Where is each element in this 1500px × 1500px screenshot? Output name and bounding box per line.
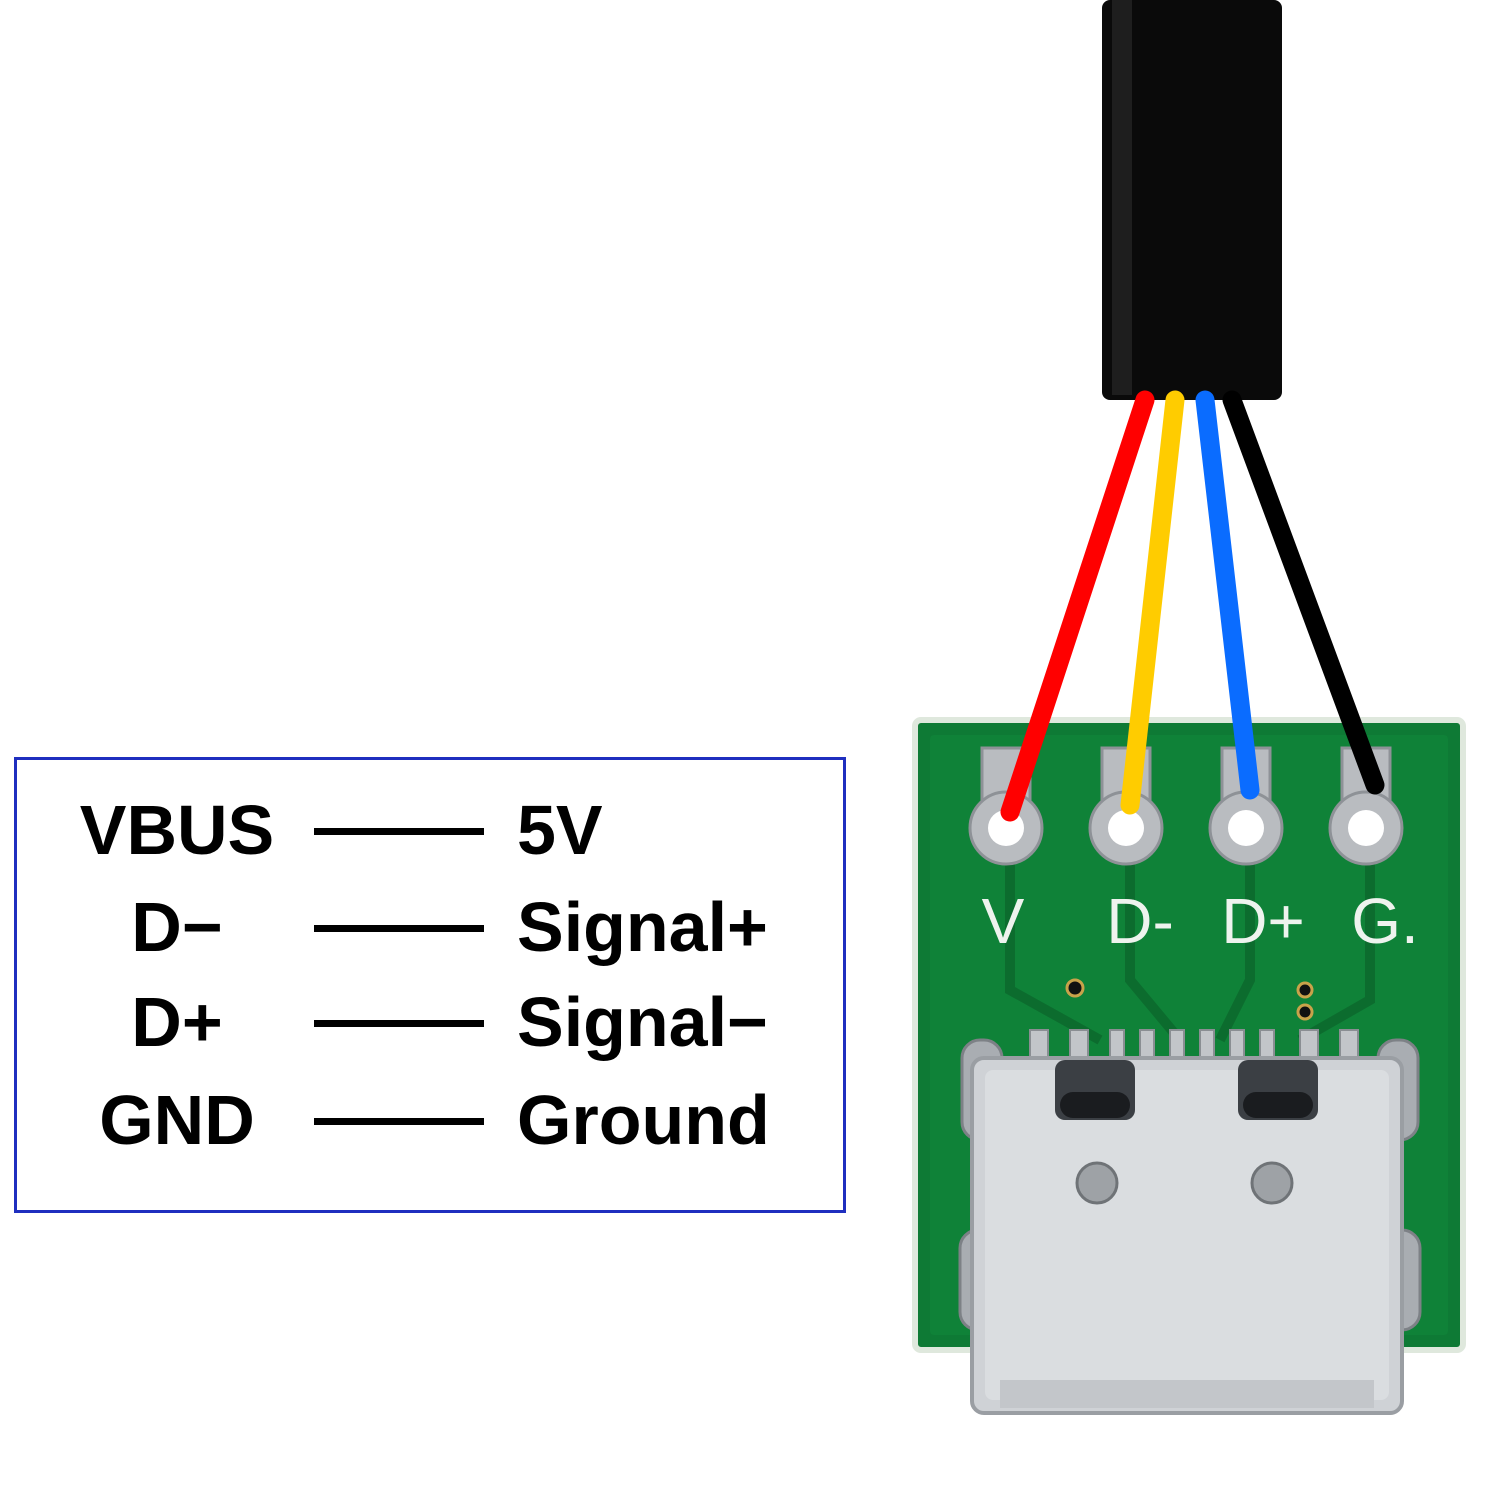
via bbox=[1296, 981, 1314, 999]
legend-meaning-label: Ground bbox=[517, 1081, 770, 1159]
wire-gnd bbox=[1222, 390, 1385, 795]
wire-vbus bbox=[1000, 390, 1155, 822]
legend-signal-label: GND bbox=[99, 1081, 255, 1159]
via bbox=[1065, 978, 1085, 998]
legend-row-d-minus: D− Signal+ bbox=[17, 887, 843, 967]
pcb-trace bbox=[1125, 845, 1184, 1044]
legend-meaning-label: Signal− bbox=[517, 983, 768, 1061]
cable-highlight bbox=[1112, 0, 1132, 395]
pin-label-d-minus: D- bbox=[1106, 885, 1174, 957]
pcb-trace bbox=[1297, 845, 1375, 1045]
usb-c-receptacle-icon bbox=[970, 1056, 1404, 1415]
legend-meaning-label: Signal+ bbox=[517, 888, 768, 966]
legend-connector-line bbox=[314, 925, 484, 932]
connector-pins bbox=[1029, 1029, 1359, 1065]
wire-d-plus bbox=[1195, 390, 1260, 800]
legend-signal-label: D− bbox=[131, 888, 223, 966]
legend-signal-label: D+ bbox=[131, 983, 223, 1061]
pcb-trace bbox=[1005, 845, 1103, 1045]
pin-label-d-plus: D+ bbox=[1221, 885, 1305, 957]
via bbox=[1296, 1003, 1314, 1021]
legend-row-gnd: GND Ground bbox=[17, 1080, 843, 1160]
pin-label-v: V bbox=[982, 885, 1025, 957]
pcb-trace bbox=[1215, 845, 1255, 1043]
legend-connector-line bbox=[314, 1020, 484, 1027]
legend-row-d-plus: D+ Signal− bbox=[17, 982, 843, 1062]
wire-d-minus bbox=[1120, 390, 1185, 815]
legend-meaning-label: 5V bbox=[517, 791, 603, 869]
legend-signal-label: VBUS bbox=[79, 791, 275, 869]
legend-connector-line bbox=[314, 828, 484, 835]
pin-label-g: G. bbox=[1351, 885, 1419, 957]
signal-legend-box: VBUS 5V D− Signal+ D+ Signal− GND Ground bbox=[14, 757, 846, 1213]
legend-connector-line bbox=[314, 1118, 484, 1125]
black-cable-icon bbox=[1102, 0, 1282, 400]
pad-holes bbox=[988, 810, 1384, 846]
legend-row-vbus: VBUS 5V bbox=[17, 790, 843, 870]
